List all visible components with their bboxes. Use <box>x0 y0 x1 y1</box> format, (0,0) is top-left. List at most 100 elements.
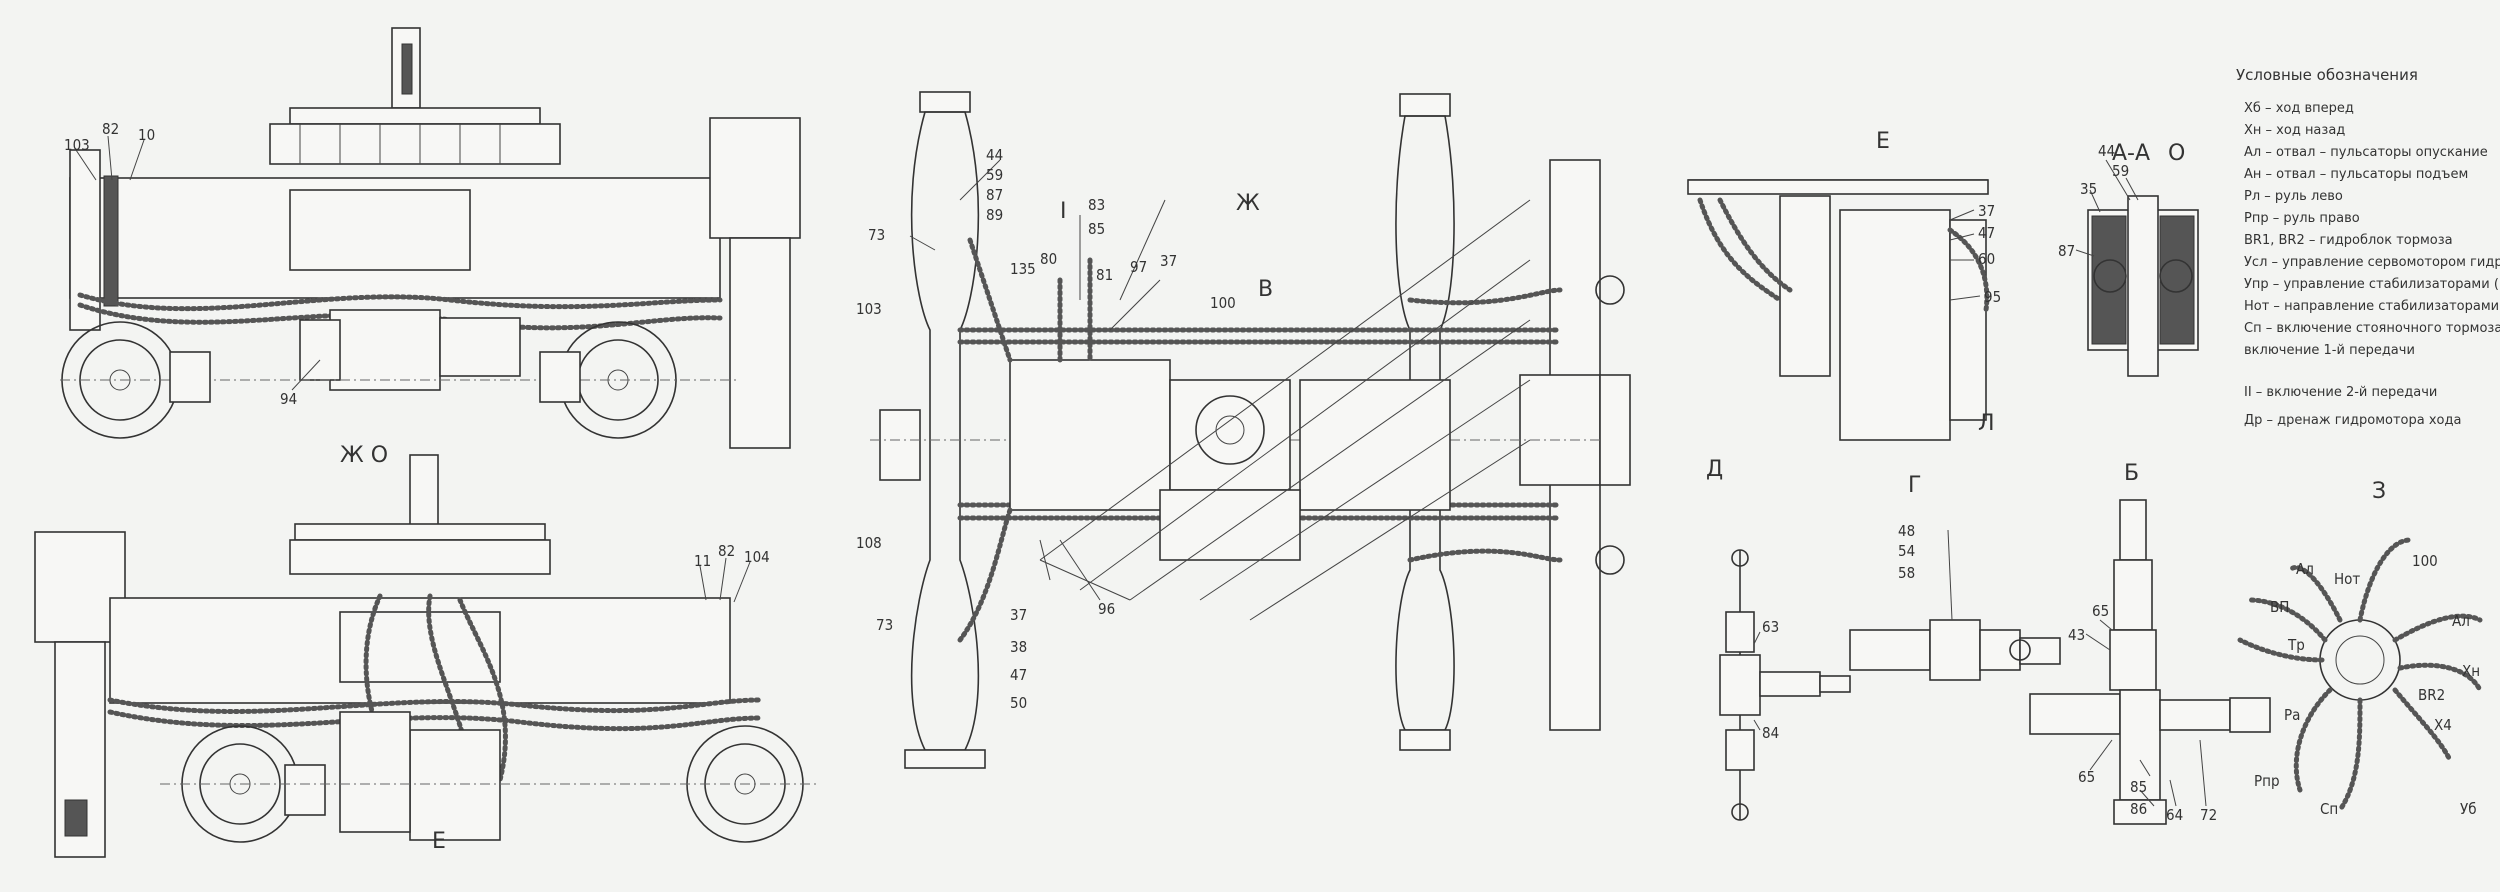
legend: Условные обозначения Хб – ход вперед Хн … <box>2236 66 2500 428</box>
legend-line: Рл – руль лево <box>2244 189 2343 204</box>
callout-64: 64 <box>2166 806 2183 824</box>
callout-37-mid: 37 <box>1160 252 1177 270</box>
callout-60: 60 <box>1978 250 1995 268</box>
callout-ra: Ра <box>2284 706 2300 724</box>
legend-line: Нот – направление стабилизаторами (опуск… <box>2244 299 2500 314</box>
view-label-e-bottom: Е <box>432 829 446 854</box>
callout-37-e: 37 <box>1978 202 1995 220</box>
callout-87-aa: 87 <box>2058 242 2075 260</box>
section-a-a: А-А О 44 59 35 87 <box>2058 141 2199 377</box>
callout-11: 11 <box>694 552 711 570</box>
callout-86: 86 <box>2130 800 2147 818</box>
callout-10: 10 <box>138 126 155 144</box>
callout-87-mid: 87 <box>986 186 1003 204</box>
view-label-a-a: А-А <box>2112 141 2150 166</box>
callout-hom: Нот <box>2334 570 2360 588</box>
view-label-e-top: Е <box>1876 129 1890 154</box>
top-left-view: 103 82 10 94 Ж О <box>60 27 801 468</box>
view-label-zh-o: Ж О <box>340 443 388 468</box>
bottom-left-view: 11 82 104 Е <box>34 454 820 858</box>
callout-82-top: 82 <box>102 120 119 138</box>
callout-ub: Уб <box>2460 800 2477 818</box>
callout-vp: ВП <box>2270 598 2289 616</box>
callout-81: 81 <box>1096 266 1113 284</box>
callout-x4: Х4 <box>2434 716 2452 734</box>
detail-b: Б 65 43 65 85 86 64 72 <box>2029 461 2271 825</box>
callout-35: 35 <box>2080 180 2097 198</box>
callout-58: 58 <box>1898 564 1915 582</box>
callout-84: 84 <box>1762 724 1779 742</box>
callout-82-bottom: 82 <box>718 542 735 560</box>
callout-44-aa: 44 <box>2098 142 2115 160</box>
legend-line: ВR1, ВR2 – гидроблок тормоза <box>2244 233 2453 248</box>
callout-72: 72 <box>2200 806 2217 824</box>
callout-43: 43 <box>2068 626 2085 644</box>
view-label-b: Б <box>2124 461 2139 486</box>
callout-104: 104 <box>744 548 770 566</box>
callout-85-mid: 85 <box>1088 220 1105 238</box>
callout-47-lower: 47 <box>1010 666 1027 684</box>
callout-100-mid: 100 <box>1210 294 1236 312</box>
callout-al-2: Ал <box>2452 612 2470 630</box>
view-label-zh-mid: Ж <box>1236 191 1260 216</box>
callout-38: 38 <box>1010 638 1027 656</box>
view-label-d: Д <box>1706 457 1723 482</box>
callout-89: 89 <box>986 206 1003 224</box>
callout-103-mid: 103 <box>856 300 882 318</box>
view-label-z: З <box>2372 479 2386 504</box>
legend-line: Сп – включение стояночного тормоза – <box>2244 321 2500 336</box>
legend-line: Ан – отвал – пульсаторы подъем <box>2244 167 2468 182</box>
view-label-g: Г <box>1908 473 1921 498</box>
callout-103-top: 103 <box>64 136 90 154</box>
legend-line: Хб – ход вперед <box>2244 101 2354 116</box>
callout-80: 80 <box>1040 250 1057 268</box>
detail-g: Г 48 54 58 <box>1849 473 2061 681</box>
callout-al-1: Ал <box>2296 560 2314 578</box>
callout-48: 48 <box>1898 522 1915 540</box>
callout-50-lower: 50 <box>1010 694 1027 712</box>
legend-title: Условные обозначения <box>2236 66 2418 84</box>
callout-96: 96 <box>1098 600 1115 618</box>
callout-83: 83 <box>1088 196 1105 214</box>
callout-94: 94 <box>280 390 297 408</box>
callout-tr: Тр <box>2287 636 2305 654</box>
legend-line: Упр – управление стабилизаторами (подъем… <box>2244 277 2500 292</box>
callout-73-bottom: 73 <box>876 616 893 634</box>
callout-85-b: 85 <box>2130 778 2147 796</box>
callout-47-e: 47 <box>1978 224 1995 242</box>
detail-z: З Ал Нот 100 Ал ВП Тр Хн Ра ВR2 Х4 Рпр С… <box>2237 479 2483 818</box>
callout-100-z: 100 <box>2412 552 2438 570</box>
view-label-b-mid: В <box>1258 277 1273 302</box>
legend-line: включение 1-й передачи <box>2244 343 2415 358</box>
callout-59-mid: 59 <box>986 166 1003 184</box>
legend-line: Усл – управление сервомотором гидронасос… <box>2244 255 2500 270</box>
callout-37-lower: 37 <box>1010 606 1027 624</box>
legend-line: Др – дренаж гидромотора хода <box>2244 413 2461 428</box>
view-e-top-right: Е 37 47 60 95 Л <box>1687 129 2001 441</box>
detail-d: Д 63 84 <box>1706 457 1851 821</box>
view-label-l-right: Л <box>1978 411 1995 436</box>
legend-line: Рпр – руль право <box>2244 211 2360 226</box>
view-label-l-mid: I <box>1060 199 1067 224</box>
callout-63: 63 <box>1762 618 1779 636</box>
callout-135: 135 <box>1010 260 1036 278</box>
callout-54: 54 <box>1898 542 1915 560</box>
callout-108: 108 <box>856 534 882 552</box>
callout-97: 97 <box>1130 258 1147 276</box>
callout-73-top: 73 <box>868 226 885 244</box>
legend-line: Хн – ход назад <box>2244 123 2345 138</box>
callout-59-aa: 59 <box>2112 162 2129 180</box>
callout-44-mid: 44 <box>986 146 1003 164</box>
legend-line: II – включение 2-й передачи <box>2244 385 2437 400</box>
view-label-o-right: О <box>2168 141 2185 166</box>
callout-kh: Хн <box>2462 662 2480 680</box>
callout-sp: Сп <box>2320 800 2338 818</box>
middle-plan-view: 73 103 108 73 44 59 87 89 83 85 135 80 8… <box>856 91 1631 769</box>
callout-65-bottom: 65 <box>2078 768 2095 786</box>
legend-line: Ал – отвал – пульсаторы опускание <box>2244 145 2488 160</box>
callout-65-top: 65 <box>2092 602 2109 620</box>
callout-95: 95 <box>1984 288 2001 306</box>
callout-br2: ВR2 <box>2418 686 2445 704</box>
callout-rpr: Рпр <box>2254 772 2280 790</box>
